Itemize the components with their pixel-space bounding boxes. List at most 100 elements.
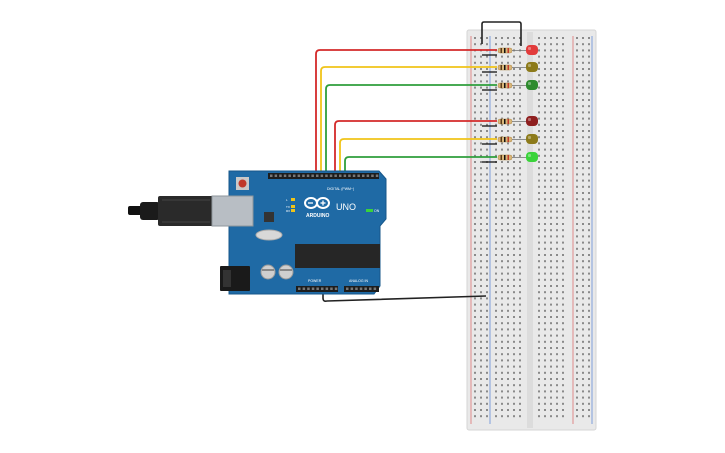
breadboard-hole <box>538 291 540 294</box>
breadboard-hole <box>576 136 578 139</box>
breadboard-hole <box>582 49 584 52</box>
breadboard-hole <box>550 198 552 201</box>
breadboard-hole <box>507 111 509 114</box>
yellow-led-1 <box>526 62 538 72</box>
breadboard-hole <box>556 378 558 380</box>
breadboard-hole <box>501 43 503 46</box>
breadboard-hole <box>538 161 540 163</box>
breadboard-hole <box>495 365 497 368</box>
breadboard-hole <box>576 216 578 219</box>
breadboard-hole <box>513 247 515 250</box>
header-pin <box>362 174 365 177</box>
breadboard-hole <box>582 179 584 182</box>
red-led-2 <box>526 116 538 126</box>
breadboard-hole <box>544 384 546 387</box>
breadboard-hole <box>538 43 540 46</box>
breadboard-hole <box>480 309 482 312</box>
breadboard-hole <box>474 359 476 362</box>
breadboard-hole <box>562 148 564 151</box>
breadboard-hole <box>474 384 476 387</box>
breadboard-hole <box>556 185 558 188</box>
led-highlight <box>528 136 531 139</box>
breadboard-hole <box>562 384 564 387</box>
breadboard-hole <box>495 179 497 182</box>
breadboard-hole <box>513 192 515 194</box>
breadboard-hole <box>582 61 584 64</box>
breadboard-hole <box>544 92 546 95</box>
breadboard-hole <box>544 266 546 269</box>
breadboard-hole <box>501 229 503 232</box>
breadboard-hole <box>495 309 497 312</box>
breadboard-hole <box>486 396 488 399</box>
resistor-band <box>500 137 502 142</box>
breadboard-hole <box>582 68 584 70</box>
breadboard-hole <box>519 415 521 418</box>
breadboard-hole <box>486 99 488 101</box>
breadboard-hole <box>474 61 476 64</box>
breadboard-hole <box>495 198 497 201</box>
breadboard-hole <box>588 86 590 89</box>
breadboard-hole <box>486 216 488 219</box>
breadboard-hole <box>550 92 552 95</box>
breadboard-hole <box>588 80 590 83</box>
breadboard-hole <box>550 55 552 58</box>
breadboard-hole <box>538 179 540 182</box>
breadboard-hole <box>538 55 540 58</box>
led-highlight <box>528 47 531 50</box>
breadboard-hole <box>513 161 515 163</box>
breadboard-hole <box>588 68 590 70</box>
breadboard-hole <box>486 297 488 300</box>
breadboard-hole <box>582 216 584 219</box>
breadboard-hole <box>486 123 488 126</box>
breadboard-hole <box>550 154 552 157</box>
breadboard-hole <box>550 61 552 64</box>
breadboard-hole <box>562 105 564 108</box>
breadboard-hole <box>556 111 558 114</box>
breadboard-hole <box>486 210 488 213</box>
breadboard-hole <box>562 347 564 349</box>
breadboard-hole <box>480 142 482 145</box>
breadboard-hole <box>576 278 578 281</box>
breadboard-hole <box>538 353 540 356</box>
breadboard-hole <box>513 334 515 337</box>
breadboard-hole <box>501 254 503 256</box>
breadboard-hole <box>501 396 503 399</box>
header-pin <box>274 174 278 177</box>
breadboard-hole <box>507 309 509 312</box>
breadboard-hole <box>519 55 521 58</box>
breadboard-hole <box>501 353 503 356</box>
breadboard-hole <box>507 123 509 126</box>
breadboard-hole <box>495 241 497 244</box>
breadboard-hole <box>562 396 564 399</box>
breadboard-hole <box>519 247 521 250</box>
breadboard-hole <box>582 254 584 256</box>
breadboard-hole <box>495 216 497 219</box>
breadboard-hole <box>480 266 482 269</box>
breadboard-hole <box>480 99 482 101</box>
breadboard-hole <box>588 334 590 337</box>
breadboard-hole <box>562 365 564 368</box>
breadboard-hole <box>544 204 546 207</box>
resistor-band <box>504 137 506 142</box>
breadboard-hole <box>501 347 503 349</box>
breadboard-hole <box>562 303 564 306</box>
breadboard-hole <box>562 272 564 275</box>
breadboard-hole <box>474 303 476 306</box>
breadboard-hole <box>556 179 558 182</box>
header-pin <box>320 174 324 177</box>
breadboard-hole <box>486 92 488 95</box>
breadboard-hole <box>519 309 521 312</box>
breadboard-hole <box>562 266 564 269</box>
breadboard-hole <box>480 216 482 219</box>
breadboard-hole <box>501 92 503 95</box>
breadboard-hole <box>544 328 546 331</box>
breadboard-hole <box>513 55 515 58</box>
header-pin <box>311 287 315 290</box>
breadboard-hole <box>486 247 488 250</box>
breadboard-hole <box>495 92 497 95</box>
capacitor-1 <box>260 264 276 280</box>
resistor-band <box>507 119 509 124</box>
breadboard-hole <box>501 241 503 244</box>
breadboard-hole <box>550 204 552 207</box>
header-pin <box>316 174 319 177</box>
